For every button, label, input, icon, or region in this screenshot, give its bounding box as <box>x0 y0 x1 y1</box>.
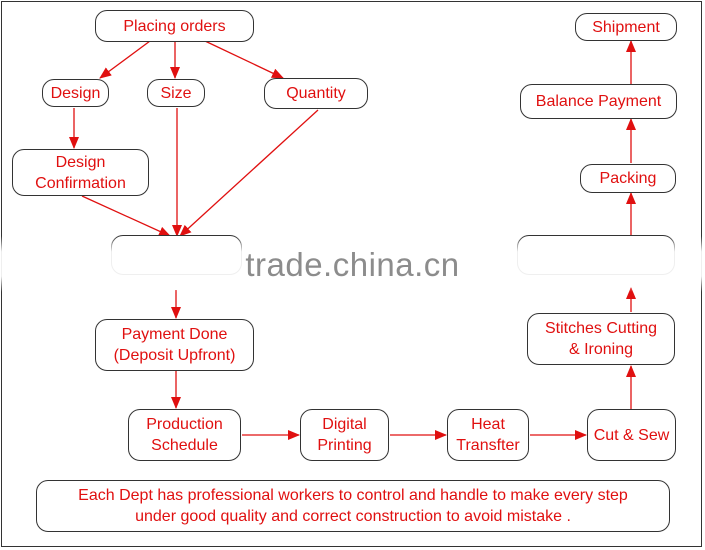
node-design: Design <box>42 79 109 107</box>
node-placing-orders: Placing orders <box>95 10 254 42</box>
node-production-schedule: Production Schedule <box>128 409 241 461</box>
node-packing: Packing <box>580 164 676 193</box>
node-balance-payment: Balance Payment <box>520 84 677 119</box>
node-payment-done: Payment Done (Deposit Upfront) <box>95 319 254 371</box>
watermark-text: trade.china.cn <box>245 246 460 283</box>
node-shipment: Shipment <box>575 13 677 41</box>
node-heat-transfer: Heat Transfter <box>447 409 529 461</box>
watermark-band: trade.china.cn <box>0 236 705 292</box>
arrow-orders-to-quantity <box>204 40 284 79</box>
node-size: Size <box>147 79 205 107</box>
arrow-confirmation-to-merge <box>81 195 171 237</box>
note-box: Each Dept has professional workers to co… <box>36 480 670 532</box>
node-stitches-cutting: Stitches Cutting & Ironing <box>527 313 675 365</box>
node-design-confirmation: Design Confirmation <box>12 149 149 196</box>
node-quantity: Quantity <box>264 78 368 109</box>
arrow-orders-to-design <box>99 40 151 79</box>
node-digital-printing: Digital Printing <box>300 409 389 461</box>
arrow-quantity-to-merge <box>179 109 319 237</box>
node-cut-sew: Cut & Sew <box>587 409 676 461</box>
